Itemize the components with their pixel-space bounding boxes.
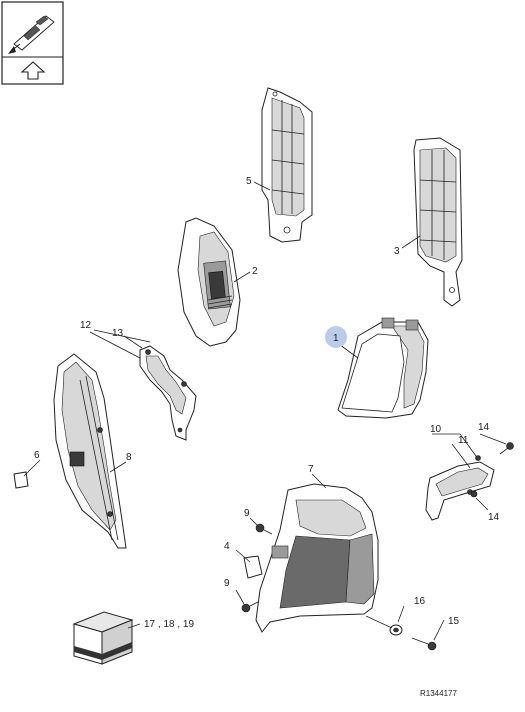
callout-12: 12 — [80, 320, 92, 331]
callout-7: 7 — [308, 464, 314, 475]
callout-10: 10 — [430, 424, 442, 435]
callout-11: 11 — [458, 435, 469, 446]
callout-3: 3 — [394, 246, 400, 257]
part-8-side-rail — [53, 353, 127, 549]
part-9-screw-lower — [241, 601, 259, 613]
part-3-bracket-plate — [413, 137, 463, 307]
callout-5: 5 — [246, 176, 252, 187]
callout-14-upper: 14 — [478, 422, 490, 433]
callout-16: 16 — [414, 596, 426, 607]
part-15-screw — [411, 637, 437, 651]
part-14-screw-bottom — [470, 490, 478, 498]
part-11-small-bracket — [425, 455, 495, 521]
up-arrow-icon — [20, 61, 46, 80]
callout-9-lower: 9 — [224, 578, 230, 589]
part-4-label — [243, 555, 263, 579]
part-13-mounting-bracket — [139, 345, 197, 441]
callout-15: 15 — [448, 616, 460, 627]
callout-14-lower: 14 — [488, 512, 500, 523]
callout-1: 1 — [333, 333, 339, 344]
part-5-bracket-plate — [261, 87, 313, 243]
callout-13: 13 — [112, 328, 124, 339]
callout-4: 4 — [224, 541, 230, 552]
part-2-lamp-housing — [177, 217, 241, 347]
callout-6: 6 — [34, 450, 40, 461]
callout-1-highlight — [325, 326, 347, 348]
reference-number: R1344177 — [420, 689, 457, 698]
callout-9-upper: 9 — [244, 508, 250, 519]
callout-8: 8 — [126, 452, 132, 463]
part-7-corner-panel — [255, 483, 379, 633]
callout-2: 2 — [252, 266, 258, 277]
part-16-clip — [389, 624, 403, 636]
part-1-headlamp — [337, 317, 429, 419]
parts-box-icon — [72, 611, 134, 665]
callout-17-18-19: 17 , 18 , 19 — [144, 619, 194, 630]
part-9-screw-upper — [255, 523, 273, 535]
part-14-screw-top — [499, 442, 514, 455]
leader-lines — [23, 181, 507, 641]
